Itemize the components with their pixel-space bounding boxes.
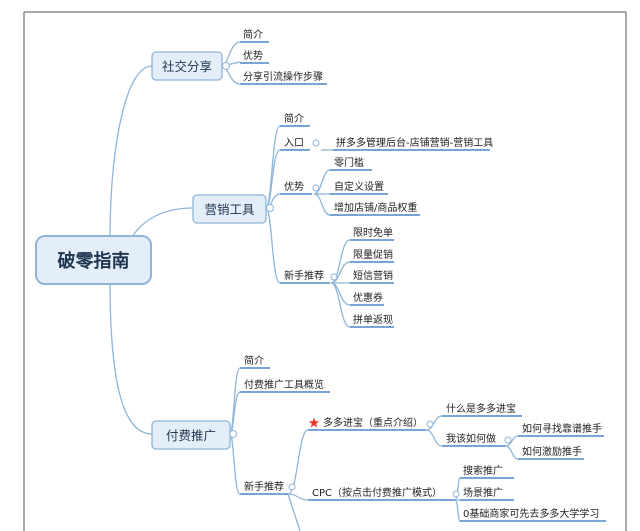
- recommend-item[interactable]: 限量促销: [353, 248, 393, 261]
- collapse-toggles: [222, 62, 512, 498]
- recommend-item[interactable]: 短信营销: [353, 269, 393, 282]
- paid-overview[interactable]: 付费推广工具概览: [244, 378, 324, 391]
- branch-social[interactable]: 社交分享: [151, 51, 223, 81]
- branch-marketing-label: 营销工具: [204, 202, 255, 217]
- marketing-advantage[interactable]: 优势: [284, 180, 304, 193]
- collapse-toggle-icon[interactable]: [330, 273, 338, 281]
- collapse-toggle-icon[interactable]: [426, 420, 434, 428]
- social-steps[interactable]: 分享引流操作步骤: [243, 70, 323, 83]
- star-icon: [308, 417, 320, 428]
- duoduo-what[interactable]: 什么是多多进宝: [446, 402, 516, 415]
- marketing-intro[interactable]: 简介: [284, 112, 304, 125]
- advantage-item[interactable]: 增加店铺/商品权重: [334, 201, 417, 214]
- recommend-item[interactable]: 拼单返现: [353, 313, 393, 326]
- advantage-item[interactable]: 零门槛: [334, 156, 364, 169]
- branch-paid-label: 付费推广: [166, 428, 216, 443]
- duoduo-how[interactable]: 我该如何做: [446, 432, 496, 445]
- advantage-item[interactable]: 自定义设置: [334, 180, 384, 193]
- collapse-toggle-icon[interactable]: [222, 62, 230, 70]
- collapse-toggle-icon[interactable]: [504, 436, 512, 444]
- recommend-item[interactable]: 限时免单: [353, 226, 393, 239]
- branch-social-label: 社交分享: [162, 59, 212, 74]
- branch-marketing[interactable]: 营销工具: [192, 194, 267, 224]
- cpc-item[interactable]: 搜索推广: [463, 464, 503, 477]
- paid-recommend[interactable]: 新手推荐: [244, 480, 284, 493]
- paid-intro[interactable]: 简介: [244, 354, 264, 367]
- marketing-entry[interactable]: 入口: [284, 138, 304, 149]
- branch-paid[interactable]: 付费推广: [151, 420, 231, 450]
- recommend-item[interactable]: 优惠券: [353, 291, 383, 304]
- social-intro[interactable]: 简介: [243, 28, 263, 41]
- connectors: [109, 41, 519, 531]
- social-advantage[interactable]: 优势: [243, 49, 263, 62]
- marketing-entry-path[interactable]: 拼多多管理后台-店铺营销-营销工具: [336, 136, 493, 149]
- cpc-item[interactable]: 0基础商家可先去多多大学学习: [463, 507, 599, 520]
- cpc-item[interactable]: 场景推广: [463, 486, 503, 499]
- duoduo-label[interactable]: 多多进宝（重点介绍）: [323, 416, 423, 429]
- collapse-toggle-icon[interactable]: [312, 184, 320, 192]
- how-item[interactable]: 如何激励推手: [522, 445, 582, 458]
- root-node[interactable]: 破零指南: [35, 235, 152, 285]
- collapse-toggle-icon[interactable]: [312, 139, 320, 147]
- collapse-toggle-icon[interactable]: [288, 483, 296, 491]
- how-item[interactable]: 如何寻找靠谱推手: [522, 422, 602, 435]
- collapse-toggle-icon[interactable]: [266, 204, 274, 212]
- collapse-toggle-icon[interactable]: [452, 490, 460, 498]
- marketing-recommend[interactable]: 新手推荐: [284, 269, 324, 282]
- root-label: 破零指南: [58, 250, 130, 272]
- cpc-label[interactable]: CPC（按点击付费推广模式）: [312, 486, 442, 499]
